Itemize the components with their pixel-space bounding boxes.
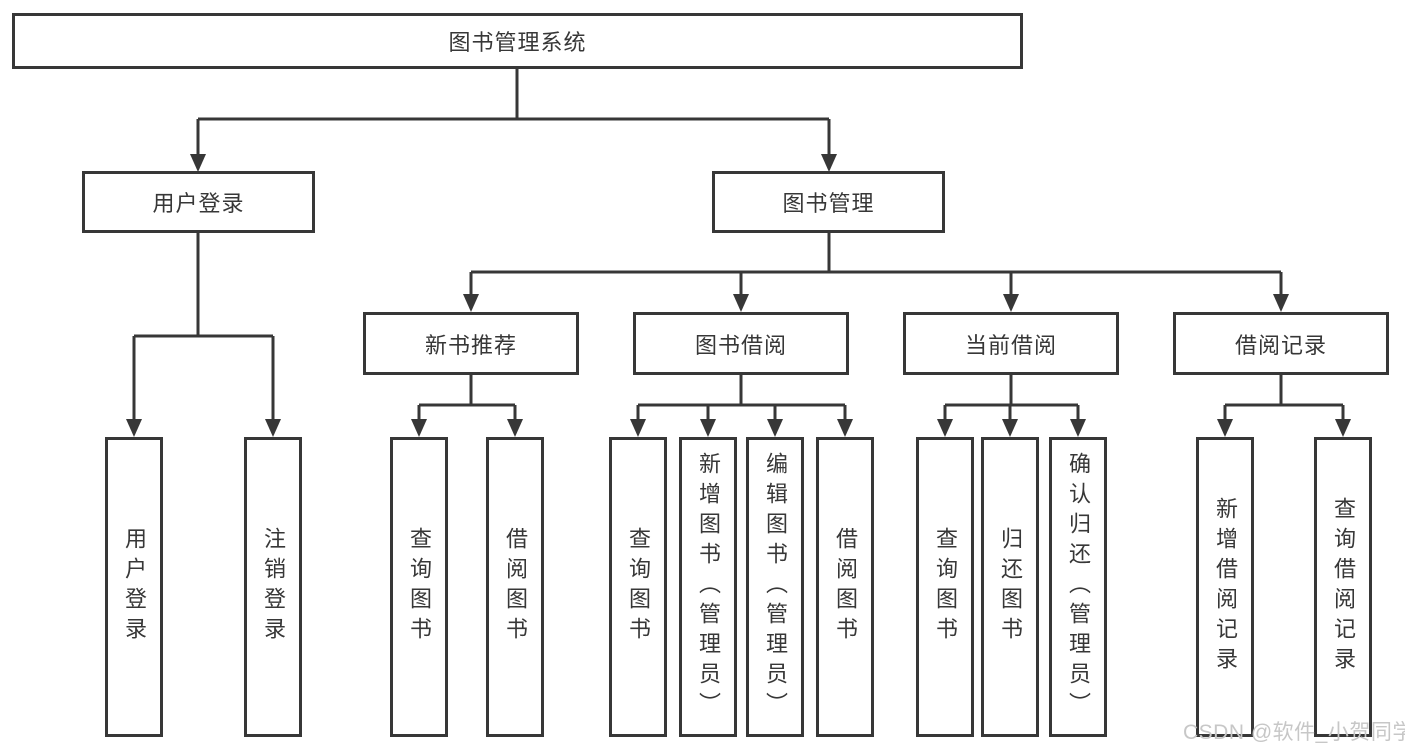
edge-current-borrow-to-leaves <box>943 375 1080 421</box>
leaf-query-books-borrow: 查询图书 <box>609 437 667 737</box>
arrowhead <box>700 419 716 437</box>
node-user-login: 用户登录 <box>82 171 315 233</box>
leaf-borrow-books-recommend: 借阅图书 <box>486 437 544 737</box>
node-label: 当前借阅 <box>964 332 1057 358</box>
arrowhead <box>821 154 837 172</box>
node-label: 图书借阅 <box>694 332 787 358</box>
leaf-label: 查询图书 <box>933 527 958 647</box>
leaf-label: 注销登录 <box>261 527 286 647</box>
arrowhead <box>463 294 479 312</box>
node-borrow-records: 借阅记录 <box>1173 312 1389 375</box>
leaf-add-borrow-record: 新增借阅记录 <box>1196 437 1254 737</box>
arrowhead <box>1070 419 1086 437</box>
edge-book-management-to-level3 <box>469 233 1283 296</box>
arrowhead <box>1217 419 1233 437</box>
arrowhead <box>126 419 142 437</box>
leaf-label: 借阅图书 <box>503 527 528 647</box>
leaf-query-borrow-record: 查询借阅记录 <box>1314 437 1372 737</box>
arrowhead <box>1003 294 1019 312</box>
arrowhead <box>1002 419 1018 437</box>
node-current-borrow: 当前借阅 <box>903 312 1119 375</box>
leaf-return-books: 归还图书 <box>981 437 1039 737</box>
arrowheads <box>126 154 1351 437</box>
arrowhead <box>767 419 783 437</box>
arrowhead <box>837 419 853 437</box>
edge-book-borrow-to-leaves <box>636 375 847 421</box>
arrowhead <box>733 294 749 312</box>
arrowhead <box>937 419 953 437</box>
node-label: 用户登录 <box>152 191 245 216</box>
leaf-label: 新增借阅记录 <box>1213 497 1238 677</box>
node-book-borrow: 图书借阅 <box>633 312 849 375</box>
edge-borrow-records-to-leaves <box>1223 375 1345 421</box>
node-label: 新书推荐 <box>424 332 517 358</box>
leaf-add-book-admin: 新增图书（管理员） <box>679 437 737 737</box>
node-book-management: 图书管理 <box>712 171 945 233</box>
leaf-label: 用户登录 <box>122 527 147 647</box>
leaf-query-books-current: 查询图书 <box>916 437 974 737</box>
leaf-edit-book-admin: 编辑图书（管理员） <box>746 437 804 737</box>
node-new-book-recommend: 新书推荐 <box>363 312 579 375</box>
leaf-label: 新增图书（管理员） <box>696 452 721 722</box>
arrowhead <box>1335 419 1351 437</box>
leaf-user-login: 用户登录 <box>105 437 163 737</box>
node-book-management-system: 图书管理系统 <box>12 13 1023 69</box>
arrowhead <box>411 419 427 437</box>
leaf-query-books-recommend: 查询图书 <box>390 437 448 737</box>
leaf-label: 借阅图书 <box>833 527 858 647</box>
edge-user-login-to-leaves <box>132 233 275 421</box>
leaf-label: 确认归还（管理员） <box>1066 452 1091 722</box>
arrowhead <box>507 419 523 437</box>
leaf-borrow-books: 借阅图书 <box>816 437 874 737</box>
leaf-label: 查询图书 <box>626 527 651 647</box>
leaf-logout: 注销登录 <box>244 437 302 737</box>
leaf-label: 编辑图书（管理员） <box>763 452 788 722</box>
leaf-label: 查询借阅记录 <box>1331 497 1356 677</box>
arrowhead <box>190 154 206 172</box>
arrowhead <box>265 419 281 437</box>
edge-new-book-recommend-to-leaves <box>417 375 517 421</box>
leaf-label: 查询图书 <box>407 527 432 647</box>
node-label: 借阅记录 <box>1234 332 1327 358</box>
node-label: 图书管理系统 <box>448 30 587 55</box>
arrowhead <box>1273 294 1289 312</box>
node-label: 图书管理 <box>782 191 875 216</box>
arrowhead <box>630 419 646 437</box>
csdn-watermark: CSDN @软件_小贺同学 <box>1183 721 1405 744</box>
leaf-confirm-return-admin: 确认归还（管理员） <box>1049 437 1107 737</box>
leaf-label: 归还图书 <box>998 527 1023 647</box>
edge-root-to-level2 <box>196 69 831 156</box>
